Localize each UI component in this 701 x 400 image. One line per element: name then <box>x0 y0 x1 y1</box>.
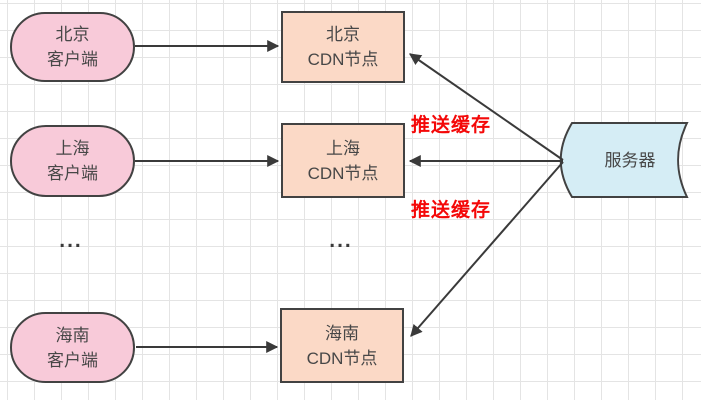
client-node-label-line2: 客户端 <box>47 164 98 183</box>
cdn-node-label-line1: 上海 <box>326 138 360 158</box>
client-node-label-line2: 客户端 <box>47 350 98 370</box>
client-node-hainan[interactable]: 海南 客户端 <box>10 312 135 383</box>
client-node-label-line2: 客户端 <box>47 50 98 69</box>
client-node-shanghai[interactable]: 上海 客户端 <box>10 125 135 197</box>
client-node-label-line1: 上海 <box>55 139 90 158</box>
cdn-node-label-line2: CDN节点 <box>307 163 379 183</box>
cdn-node-label-line2: CDN节点 <box>307 50 379 69</box>
cdn-node-label-line2: CDN节点 <box>306 348 378 368</box>
cdn-node-label-line1: 北京 <box>326 25 360 44</box>
ellipsis-clients: ... <box>59 229 83 252</box>
edge-label-push-cache-bottom[interactable]: 推送缓存 <box>411 200 492 221</box>
edge-label-push-cache-top[interactable]: 推送缓存 <box>411 115 492 136</box>
client-node-label-line1: 北京 <box>55 25 90 44</box>
cdn-node-hainan[interactable]: 海南 CDN节点 <box>280 308 404 383</box>
cdn-node-shanghai[interactable]: 上海 CDN节点 <box>281 123 405 198</box>
arrow-server-to-hainan-cdn[interactable] <box>410 161 564 337</box>
cdn-node-label-line1: 海南 <box>325 323 359 343</box>
ellipsis-cdn: ... <box>329 229 353 252</box>
client-node-beijing[interactable]: 北京 客户端 <box>10 12 135 82</box>
cdn-node-beijing[interactable]: 北京 CDN节点 <box>281 11 405 83</box>
arrow-server-to-beijing-cdn[interactable] <box>409 53 564 161</box>
server-shape[interactable] <box>559 122 689 198</box>
server-label[interactable]: 服务器 <box>604 151 656 170</box>
client-node-label-line1: 海南 <box>55 325 90 345</box>
